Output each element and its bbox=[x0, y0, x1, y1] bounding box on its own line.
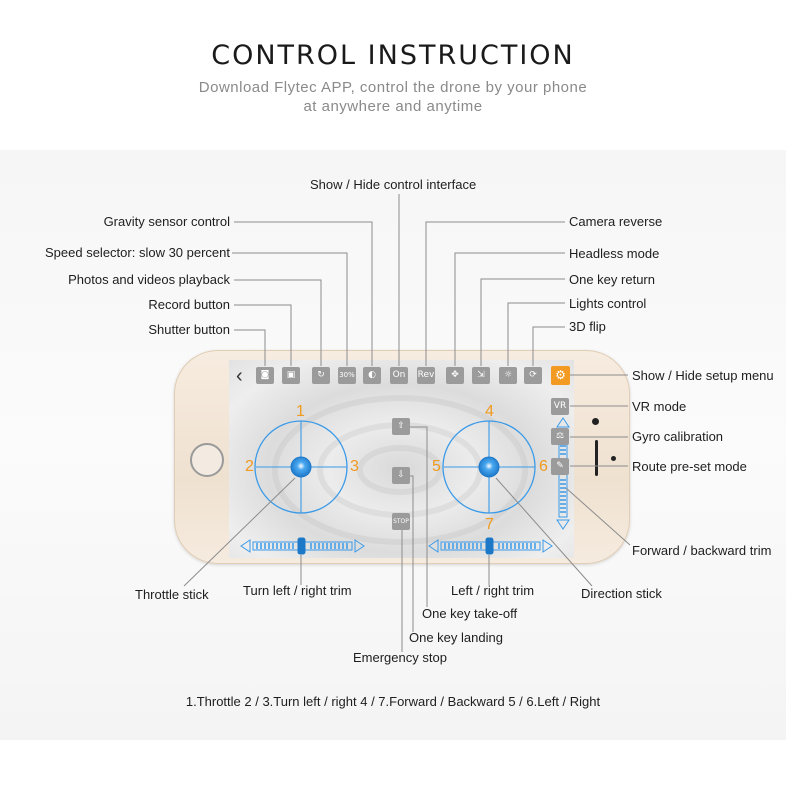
phone-camera bbox=[611, 456, 616, 461]
page-subtitle: Download Flytec APP, control the drone b… bbox=[150, 78, 636, 116]
vr-mode-button[interactable]: VR bbox=[551, 398, 569, 415]
label-left-right-trim: Left / right trim bbox=[451, 583, 535, 598]
phone-speaker bbox=[595, 440, 598, 476]
stick-number-2: 2 bbox=[245, 458, 254, 475]
label-one-key-takeoff: One key take-off bbox=[422, 606, 518, 621]
page-title: CONTROL INSTRUCTION bbox=[211, 40, 575, 71]
label-lights-control: Lights control bbox=[569, 296, 647, 311]
label-show-hide-control: Show / Hide control interface bbox=[310, 177, 477, 192]
headless-mode-icon[interactable]: ✥ bbox=[446, 367, 464, 384]
label-shutter-button: Shutter button bbox=[148, 322, 230, 337]
stick-number-legend: 1.Throttle 2 / 3.Turn left / right 4 / 7… bbox=[185, 694, 601, 709]
label-record-button: Record button bbox=[148, 297, 230, 312]
label-gyro-calibration: Gyro calibration bbox=[632, 429, 724, 444]
gravity-sensor-icon[interactable]: ◐ bbox=[363, 367, 381, 384]
stick-number-6: 6 bbox=[539, 458, 548, 475]
leader-lines bbox=[183, 194, 631, 652]
label-direction-stick: Direction stick bbox=[581, 586, 662, 601]
stick-number-4: 4 bbox=[485, 403, 494, 420]
turn-trim-slider bbox=[240, 537, 365, 555]
landing-icon[interactable]: ⇩ bbox=[392, 467, 410, 484]
lights-control-icon[interactable]: ☼ bbox=[499, 367, 517, 384]
throttle-stick bbox=[254, 420, 348, 514]
label-one-key-landing: One key landing bbox=[409, 630, 503, 645]
label-3d-flip: 3D flip bbox=[569, 319, 606, 334]
shutter-camera-icon[interactable]: ◙ bbox=[256, 367, 274, 384]
phone-sensor bbox=[592, 418, 599, 425]
label-emergency-stop: Emergency stop bbox=[353, 650, 447, 665]
label-turn-trim: Turn left / right trim bbox=[243, 583, 352, 598]
gyro-calibration-icon[interactable]: ⚖ bbox=[551, 428, 569, 445]
label-camera-reverse: Camera reverse bbox=[569, 214, 663, 229]
label-speed-selector: Speed selector: slow 30 percent bbox=[45, 245, 230, 260]
one-key-return-icon[interactable]: ⇲ bbox=[472, 367, 490, 384]
stick-number-7: 7 bbox=[485, 516, 494, 533]
label-route-preset: Route pre-set mode bbox=[632, 459, 747, 474]
record-video-icon[interactable]: ▣ bbox=[282, 367, 300, 384]
camera-reverse-button[interactable]: Rev bbox=[417, 367, 435, 384]
playback-icon[interactable]: ↻ bbox=[312, 367, 330, 384]
back-chevron-icon[interactable]: ‹ bbox=[236, 365, 243, 387]
speed-selector-button[interactable]: 30% bbox=[338, 367, 356, 384]
direction-stick bbox=[442, 420, 536, 514]
subtitle-line-2: at anywhere and anytime bbox=[303, 98, 483, 115]
takeoff-icon[interactable]: ⇧ bbox=[392, 418, 410, 435]
subtitle-line-1: Download Flytec APP, control the drone b… bbox=[198, 79, 588, 96]
left-right-trim-slider bbox=[428, 537, 553, 555]
emergency-stop-button[interactable]: STOP bbox=[392, 513, 410, 530]
flip-3d-icon[interactable]: ⟳ bbox=[524, 367, 542, 384]
label-show-hide-setup: Show / Hide setup menu bbox=[632, 368, 774, 383]
label-headless-mode: Headless mode bbox=[569, 246, 660, 261]
home-button bbox=[190, 443, 224, 477]
stick-number-5: 5 bbox=[432, 458, 441, 475]
label-throttle-stick: Throttle stick bbox=[135, 587, 209, 602]
setup-gear-icon[interactable]: ⚙ bbox=[551, 366, 570, 385]
label-forward-backward-trim: Forward / backward trim bbox=[632, 543, 772, 558]
stick-number-3: 3 bbox=[350, 458, 359, 475]
label-photos-videos-playback: Photos and videos playback bbox=[68, 272, 230, 287]
label-gravity-sensor: Gravity sensor control bbox=[103, 214, 230, 229]
stick-number-1: 1 bbox=[296, 403, 305, 420]
route-preset-icon[interactable]: ✎ bbox=[551, 458, 569, 475]
label-one-key-return: One key return bbox=[569, 272, 655, 287]
label-vr-mode: VR mode bbox=[632, 399, 687, 414]
show-hide-control-button[interactable]: On bbox=[390, 367, 408, 384]
